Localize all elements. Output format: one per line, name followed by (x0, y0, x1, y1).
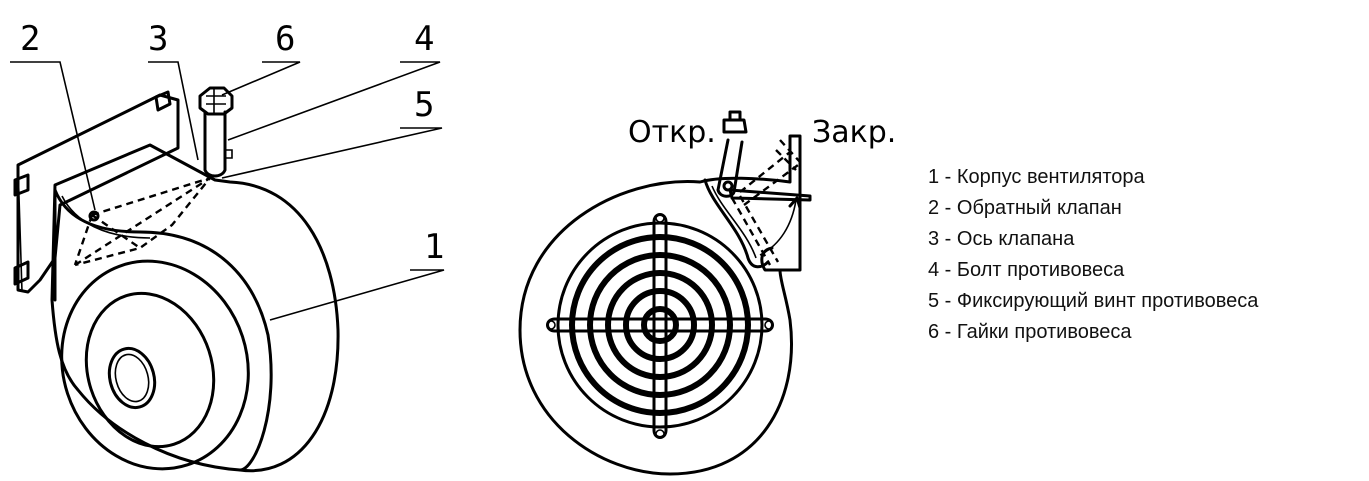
legend-item: 5 - Фиксирующий винт противовеса (928, 290, 1259, 312)
parts-legend: 1 - Корпус вентилятора 2 - Обратный клап… (928, 162, 1258, 348)
check-valve-hidden (73, 176, 211, 267)
state-closed-label: Закр. (812, 115, 896, 150)
inlet-grille (546, 213, 774, 439)
legend-item: 6 - Гайки противовеса (928, 321, 1132, 343)
fan-isometric-view (10, 61, 445, 473)
fan-housing (50, 143, 340, 473)
callout-2: 2 (20, 19, 40, 59)
callout-6: 6 (275, 19, 295, 59)
bolt-open-position (716, 138, 744, 198)
callout-1: 1 (424, 227, 444, 267)
legend-item: 2 - Обратный клапан (928, 197, 1122, 219)
legend-item: 1 - Корпус вентилятора (928, 166, 1145, 188)
legend-item: 3 - Ось клапана (928, 228, 1075, 250)
state-open-label: Откр. (628, 115, 716, 150)
legend-item: 4 - Болт противовеса (928, 259, 1125, 281)
front-housing (518, 134, 802, 476)
callout-3: 3 (148, 19, 168, 59)
fan-front-view (518, 110, 812, 476)
callout-4: 4 (414, 19, 434, 59)
counterweight-nut (198, 86, 234, 116)
callout-5: 5 (414, 85, 434, 125)
counterweight-bolt (203, 110, 227, 178)
